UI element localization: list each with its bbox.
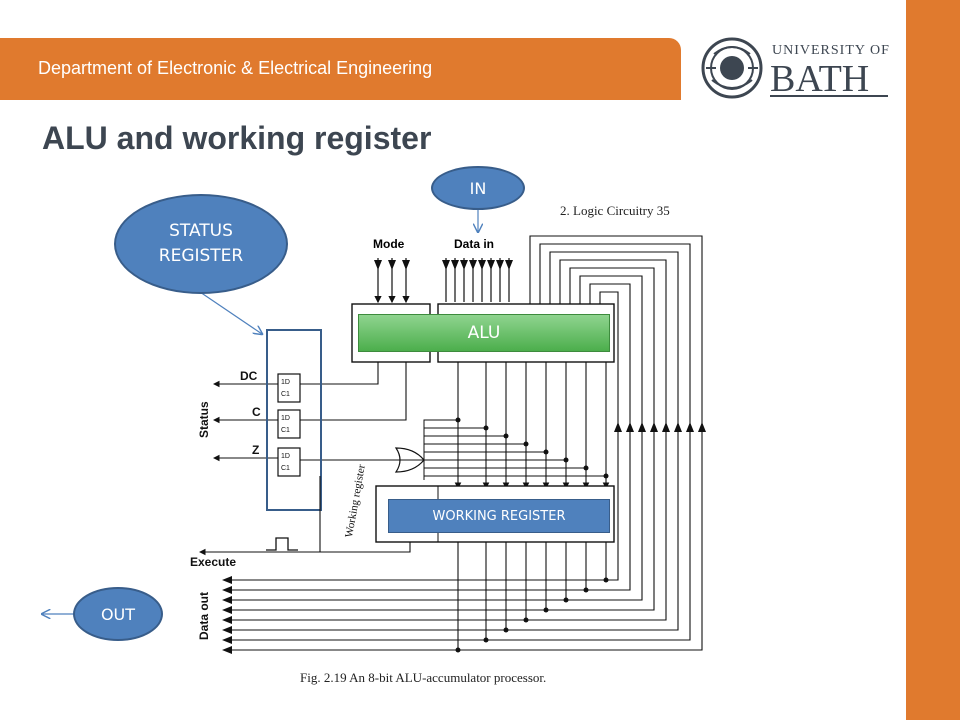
feedback-lines (529, 235, 703, 430)
alu-label-bar: ALU (358, 314, 610, 352)
alu-outputs (454, 362, 610, 490)
university-logo: UNIVERSITY OF BATH (701, 37, 890, 100)
logo-seal-icon (701, 37, 763, 99)
figure-page-header: 2. Logic Circuitry 35 (560, 203, 670, 218)
working-register-label-bar: WORKING REGISTER (388, 499, 610, 533)
logo-line1: UNIVERSITY OF (772, 43, 890, 58)
label-data-out: Data out (197, 592, 211, 640)
logo-line2: BATH (770, 58, 869, 100)
label-c: C (252, 405, 261, 419)
label-status: Status (197, 401, 211, 438)
label-execute: Execute (190, 555, 236, 569)
label-working-register: Working register (343, 463, 368, 538)
right-accent-stripe (906, 0, 960, 720)
status-register-callout: STATUS REGISTER (114, 194, 288, 294)
svg-text:C1: C1 (281, 427, 290, 434)
slide-title: ALU and working register (42, 120, 432, 156)
out-callout: OUT (73, 587, 163, 641)
label-z: Z (252, 443, 259, 457)
svg-text:1D: 1D (281, 415, 290, 422)
label-dc: DC (240, 369, 258, 383)
svg-text:C1: C1 (281, 465, 290, 472)
figure-caption: Fig. 2.19 An 8-bit ALU-accumulator proce… (300, 670, 547, 685)
label-data-in: Data in (454, 237, 494, 251)
svg-text:1D: 1D (281, 453, 290, 460)
svg-text:C1: C1 (281, 391, 290, 398)
status-arrow (199, 291, 262, 334)
svg-text:1D: 1D (281, 379, 290, 386)
status-flip-flops (277, 373, 301, 477)
in-callout: IN (431, 166, 525, 210)
status-register-highlight (266, 329, 322, 511)
label-mode: Mode (373, 237, 405, 251)
department-name: Department of Electronic & Electrical En… (38, 58, 433, 78)
header-banner (0, 38, 681, 100)
